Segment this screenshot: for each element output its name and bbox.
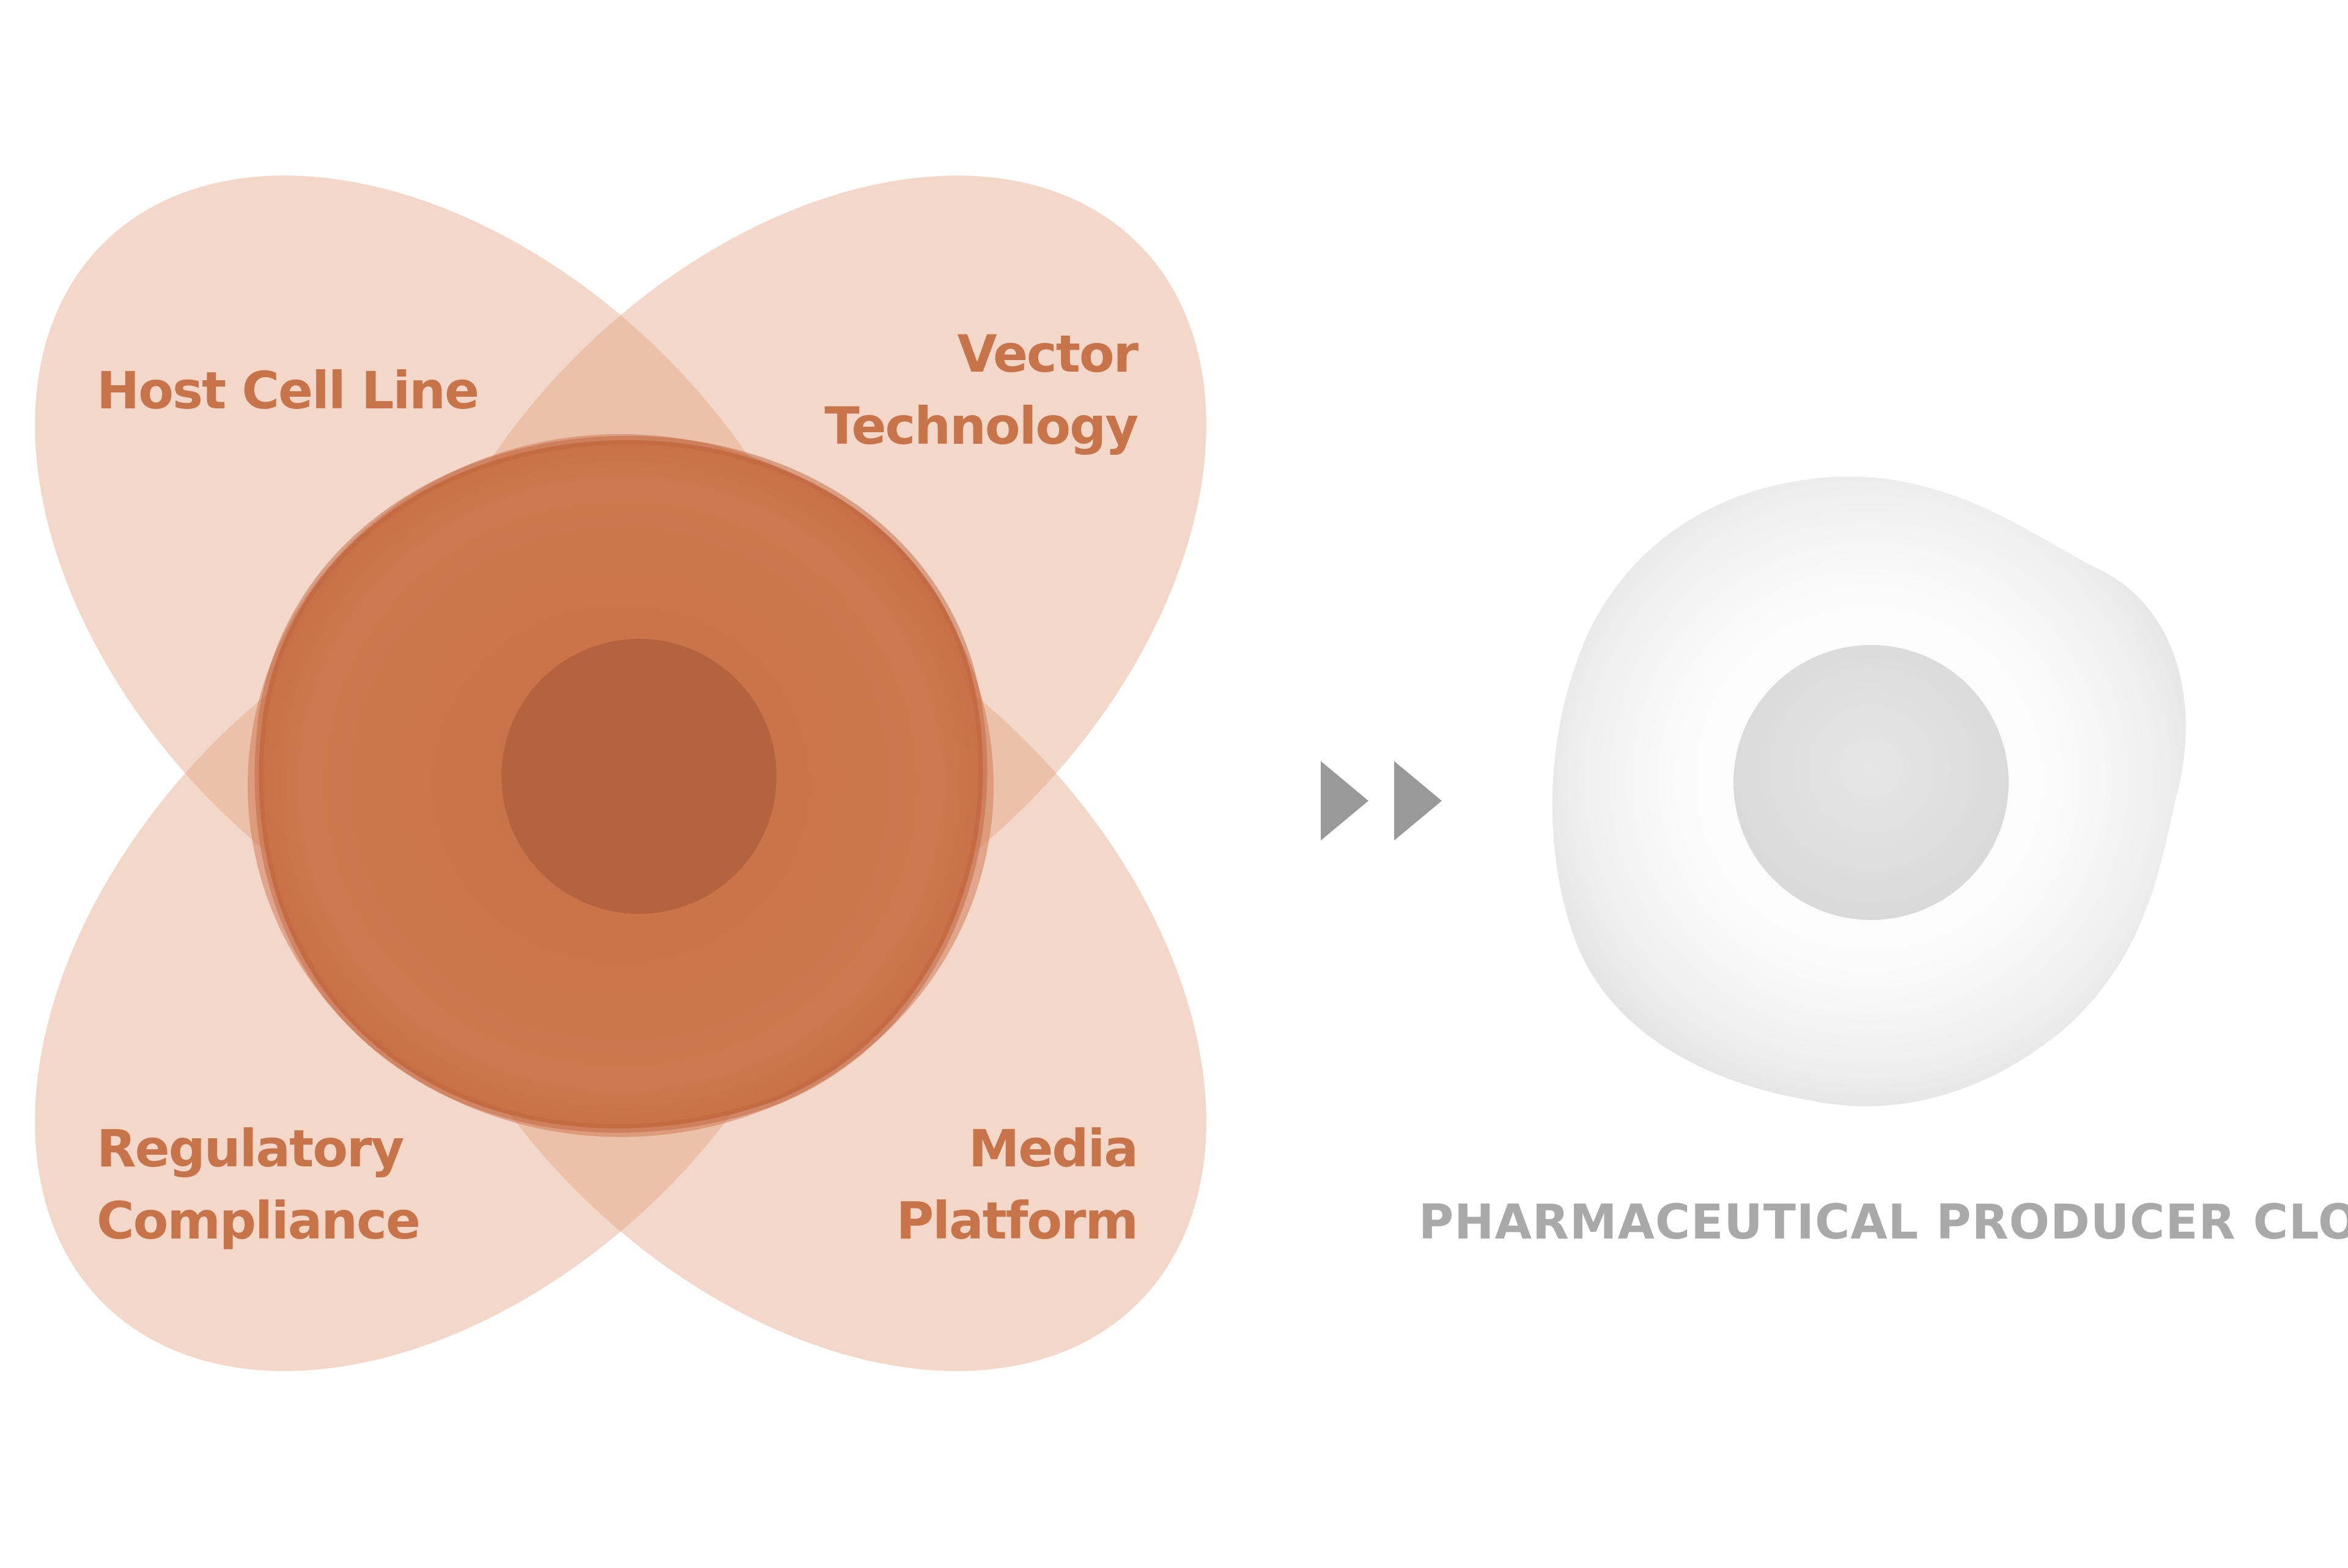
input-label-vector-technology: Vector Technology [824,324,1139,456]
output-cell-nucleus [1733,645,2009,920]
double-chevron-right-icon [1321,761,1442,841]
core-cell-nucleus [501,639,777,914]
input-label-regulatory-compliance: Regulatory Compliance [97,1119,421,1251]
output-cell [1552,476,2186,1106]
input-label-media-platform: Media Platform [896,1119,1139,1251]
output-label: PHARMACEUTICAL PRODUCER CLONE [1419,1195,2348,1250]
core-cell [248,434,994,1137]
input-label-host-cell-line: Host Cell Line [97,361,479,421]
